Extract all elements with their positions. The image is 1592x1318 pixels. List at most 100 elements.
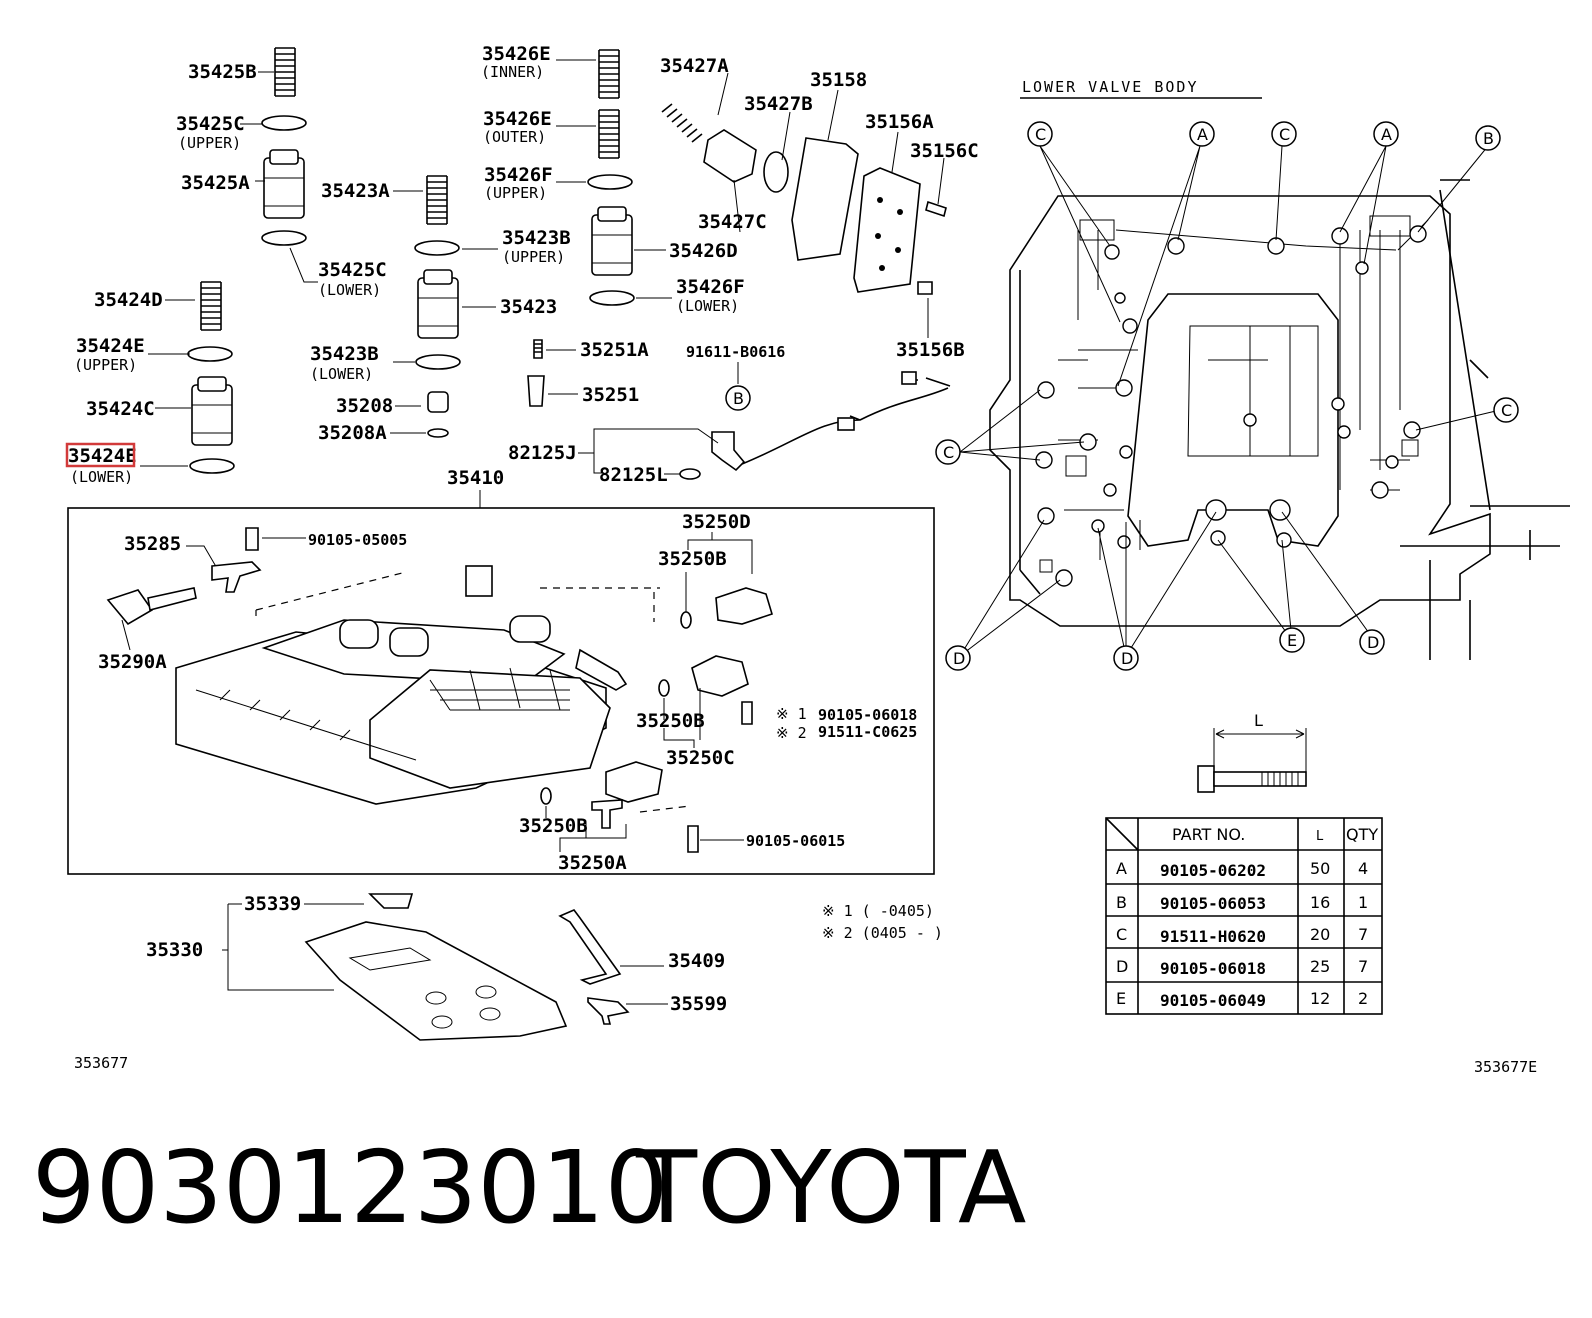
- bracket-35285: [211, 561, 262, 593]
- clip-35599: [587, 997, 630, 1025]
- label-35426f-upper: (UPPER): [484, 184, 547, 202]
- gasket-35339: [368, 893, 414, 909]
- label-35250b-top: 35250B: [658, 548, 727, 570]
- label-90105-06015: 90105-06015: [746, 832, 845, 850]
- table-row-key: E: [1116, 989, 1126, 1008]
- spring-35251a: [533, 339, 543, 359]
- label-35424e-lower: (LOWER): [70, 468, 133, 486]
- svg-text:D: D: [1367, 633, 1379, 652]
- label-35423b: 35423B: [502, 227, 571, 249]
- solenoid-35250d: [715, 587, 773, 625]
- label-91611-b0616: 91611-B0616: [686, 343, 785, 361]
- note1-mark: ※ 1: [776, 705, 807, 723]
- o-ring-35424e-lower: [189, 458, 235, 474]
- svg-text:D: D: [1121, 649, 1133, 668]
- piston-35427c: [703, 129, 757, 183]
- o-ring-35427b: [763, 151, 789, 193]
- bolt-table: PART NO. L QTY A 90105-06202 50 4 B 9010…: [1105, 817, 1383, 1015]
- svg-text:E: E: [1287, 631, 1297, 650]
- bolt-90105-06015: [687, 825, 699, 853]
- footer-brand: TOYOTA: [635, 1129, 1026, 1246]
- label-35426f-lower-num: 35426F: [676, 276, 745, 298]
- label-35426e-inner-num: 35426E: [482, 43, 551, 65]
- svg-text:C: C: [1279, 125, 1290, 144]
- label-35426f-upper-num: 35426F: [484, 164, 553, 186]
- sleeve-35425a: [263, 149, 305, 219]
- label-35251: 35251: [582, 384, 639, 406]
- solenoid-35250a: [605, 761, 663, 803]
- label-35424e-upper: (UPPER): [74, 356, 137, 374]
- o-ring-82125l: [679, 468, 701, 480]
- label-35156b: 35156B: [896, 339, 965, 361]
- callout-b-sensor: B: [725, 385, 751, 411]
- note-1-range: ※ 1 ( -0405): [822, 902, 934, 920]
- label-35427a: 35427A: [660, 55, 729, 77]
- o-ring-35424e-upper: [187, 346, 233, 362]
- svg-text:C: C: [1501, 401, 1512, 420]
- label-35424c: 35424C: [86, 398, 155, 420]
- sleeve-35426d: [591, 206, 633, 276]
- note2-mark: ※ 2: [776, 724, 807, 742]
- table-row-qty: 4: [1358, 859, 1368, 878]
- table-row-key: C: [1116, 925, 1127, 944]
- solenoid-35290a: [106, 589, 154, 626]
- table-row-len: 20: [1310, 925, 1330, 944]
- label-35425c: 35425C: [176, 113, 245, 135]
- lever-35409: [558, 909, 622, 985]
- table-row-part: 91511-H0620: [1160, 927, 1266, 946]
- table-row-qty: 2: [1358, 989, 1368, 1008]
- note2-part: 91511-C0625: [818, 723, 917, 741]
- ref-code-left: 353677: [74, 1054, 128, 1072]
- callout-c-2: C: [1271, 121, 1297, 147]
- callout-d-1: D: [945, 645, 971, 671]
- label-35427c: 35427C: [698, 211, 767, 233]
- note-2-range: ※ 2 (0405 - ): [822, 924, 943, 942]
- plug-35208: [427, 391, 449, 413]
- pin-35251: [527, 375, 545, 407]
- o-ring-35426f-lower: [589, 290, 635, 306]
- label-35425c-upper: (UPPER): [178, 134, 241, 152]
- bolt-90105-05005: [245, 527, 259, 551]
- label-35423b-lower: (LOWER): [310, 365, 373, 383]
- callout-b-1: B: [1475, 125, 1501, 151]
- table-row-qty: 1: [1358, 893, 1368, 912]
- sensor-82125j: [711, 431, 746, 472]
- sleeve-35423: [417, 269, 459, 339]
- label-35423a: 35423A: [321, 180, 390, 202]
- label-35250a: 35250A: [558, 852, 627, 874]
- label-35424e: 35424E: [76, 335, 145, 357]
- table-row-key: A: [1116, 859, 1127, 878]
- label-35156a: 35156A: [865, 111, 934, 133]
- section-title: LOWER VALVE BODY: [1022, 78, 1199, 96]
- label-35426e-outer-num: 35426E: [483, 108, 552, 130]
- callout-a-1: A: [1189, 121, 1215, 147]
- spring-35424d: [200, 281, 222, 331]
- spring-35426e-inner: [598, 49, 620, 99]
- label-35250d: 35250D: [682, 511, 751, 533]
- callout-c-1: C: [1027, 121, 1053, 147]
- table-row-qty: 7: [1358, 957, 1368, 976]
- label-35426e-inner: (INNER): [481, 63, 544, 81]
- table-row-part: 90105-06018: [1160, 959, 1266, 978]
- o-ring-35208a: [427, 428, 449, 438]
- label-35156c: 35156C: [910, 140, 979, 162]
- solenoid-35250c: [691, 655, 749, 697]
- label-82125l: 82125L: [599, 464, 668, 486]
- footer-part-number: 9030123010: [32, 1129, 668, 1246]
- label-35599: 35599: [670, 993, 727, 1015]
- table-row-part: 90105-06053: [1160, 894, 1266, 913]
- valve-body-35410: [175, 565, 628, 805]
- plate-35156a: [853, 167, 921, 293]
- label-35426d: 35426D: [669, 240, 738, 262]
- label-35423b-upper: (UPPER): [502, 248, 565, 266]
- label-35285: 35285: [124, 533, 181, 555]
- o-ring-35250b-mid: [658, 679, 670, 697]
- callout-d-2: D: [1113, 645, 1139, 671]
- label-35423: 35423: [500, 296, 557, 318]
- table-row-key: D: [1116, 957, 1128, 976]
- table-row-key: B: [1116, 893, 1127, 912]
- bolt-drawing: [1197, 765, 1307, 793]
- spring-35425b: [274, 47, 296, 97]
- svg-text:B: B: [733, 389, 744, 408]
- svg-text:D: D: [953, 649, 965, 668]
